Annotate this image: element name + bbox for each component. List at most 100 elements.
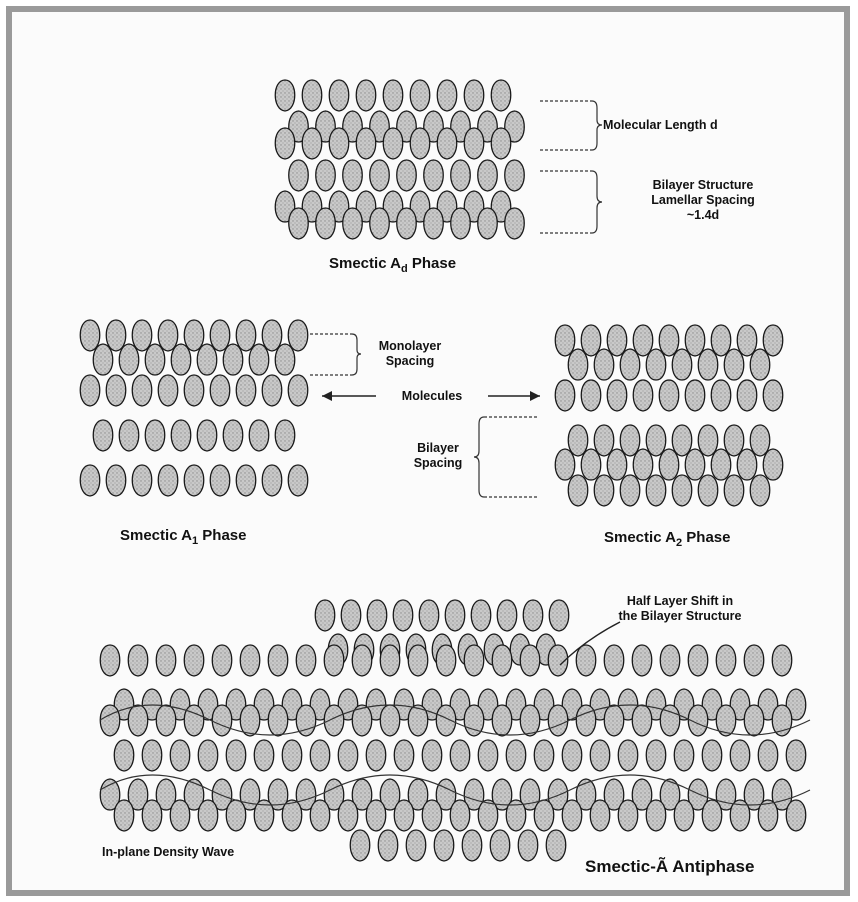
molecule (142, 800, 162, 831)
molecule (436, 645, 456, 676)
molecule (236, 465, 256, 496)
molecule (581, 449, 601, 480)
molecule (80, 320, 100, 351)
molecule (464, 128, 484, 159)
molecule (422, 800, 442, 831)
molecule (302, 80, 322, 111)
molecule (324, 705, 344, 736)
molecule (114, 800, 134, 831)
molecule (604, 645, 624, 676)
molecule (750, 475, 770, 506)
molecule (324, 645, 344, 676)
molecule (672, 425, 692, 456)
molecule (685, 449, 705, 480)
molecule (590, 800, 610, 831)
molecule (210, 375, 230, 406)
molecule (702, 800, 722, 831)
molecule (316, 208, 336, 239)
molecule (329, 80, 349, 111)
molecule (296, 645, 316, 676)
molecule (462, 830, 482, 861)
density-wave-label: In-plane Density Wave (102, 845, 234, 859)
molecule (763, 325, 783, 356)
molecule (451, 160, 471, 191)
molecule (633, 449, 653, 480)
molecule (581, 380, 601, 411)
molecule (410, 80, 430, 111)
molecule (506, 740, 526, 771)
molecule (555, 449, 575, 480)
molecule (393, 600, 413, 631)
molecule (236, 375, 256, 406)
molecule (170, 800, 190, 831)
molecule (737, 380, 757, 411)
molecule (282, 800, 302, 831)
molecule (492, 645, 512, 676)
molecule (672, 349, 692, 380)
molecule (478, 800, 498, 831)
bilayer-structure-shift-label: the Bilayer Structure (619, 609, 742, 623)
smectic-a1-caption: Smectic A1 Phase (120, 527, 246, 547)
molecule (685, 325, 705, 356)
molecule (275, 128, 295, 159)
molecule (198, 800, 218, 831)
molecule (397, 208, 417, 239)
molecule (450, 740, 470, 771)
molecule (212, 645, 232, 676)
molecule (406, 830, 426, 861)
molecule (422, 740, 442, 771)
molecule (772, 645, 792, 676)
molecule (523, 600, 543, 631)
molecule (660, 645, 680, 676)
molecule (236, 320, 256, 351)
molecule (672, 475, 692, 506)
molecule (275, 80, 295, 111)
molecule (437, 128, 457, 159)
molecule (698, 349, 718, 380)
molecule (576, 705, 596, 736)
molecule (132, 465, 152, 496)
molecule (471, 600, 491, 631)
bilayer-structure-bracket (540, 171, 602, 233)
molecule (93, 420, 113, 451)
molecule (380, 705, 400, 736)
molecule (262, 375, 282, 406)
molecule (646, 349, 666, 380)
molecule (724, 475, 744, 506)
molecule (419, 600, 439, 631)
molecule (763, 449, 783, 480)
molecule (618, 740, 638, 771)
molecule (198, 740, 218, 771)
molecule (646, 475, 666, 506)
molecules-label: Molecules (402, 389, 462, 403)
molecule (492, 705, 512, 736)
molecule (394, 800, 414, 831)
molecule (329, 128, 349, 159)
molecule (576, 645, 596, 676)
molecule (338, 800, 358, 831)
molecule (142, 740, 162, 771)
molecule (786, 800, 806, 831)
molecule (316, 160, 336, 191)
antiphase-caption: Smectic-Ã Antiphase (585, 856, 754, 876)
molecule (80, 375, 100, 406)
molecule (646, 800, 666, 831)
monolayer-spacing-bracket (310, 334, 361, 375)
molecule (758, 740, 778, 771)
molecule (210, 320, 230, 351)
molecule (210, 465, 230, 496)
molecule (254, 740, 274, 771)
molecule (555, 380, 575, 411)
molecule (646, 425, 666, 456)
molecule (594, 425, 614, 456)
molecule (590, 740, 610, 771)
molecule (594, 349, 614, 380)
molecule (730, 740, 750, 771)
molecule (568, 349, 588, 380)
smectic-a2-caption: Smectic A2 Phase (604, 529, 730, 549)
molecule (724, 349, 744, 380)
molecule (568, 475, 588, 506)
molecule (750, 425, 770, 456)
molecule (343, 208, 363, 239)
